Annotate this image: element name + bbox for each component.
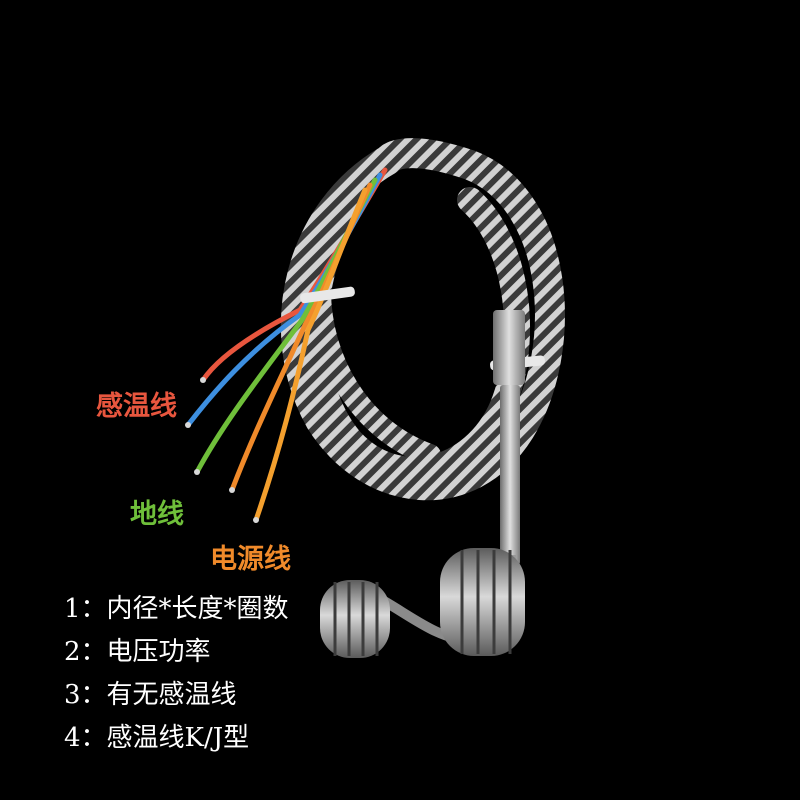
power-wire-label: 电源线 [210,544,291,575]
sensor-wire-label: 感温线 [96,391,177,422]
spec-item-voltage-power: 2：电压功率 [64,637,211,667]
wire-tips [185,377,259,523]
spec-item-sensor-type: 4：感温线K/J型 [64,723,250,753]
spec-item-inner-diameter: 1：内径*长度*圈数 [64,594,289,624]
lead-wires [185,167,388,523]
ground-wire-label: 地线 [130,499,184,530]
spec-item-sensor-option: 3：有无感温线 [64,680,237,710]
coil-heater [320,548,525,658]
orange-wire-2 [253,187,368,523]
